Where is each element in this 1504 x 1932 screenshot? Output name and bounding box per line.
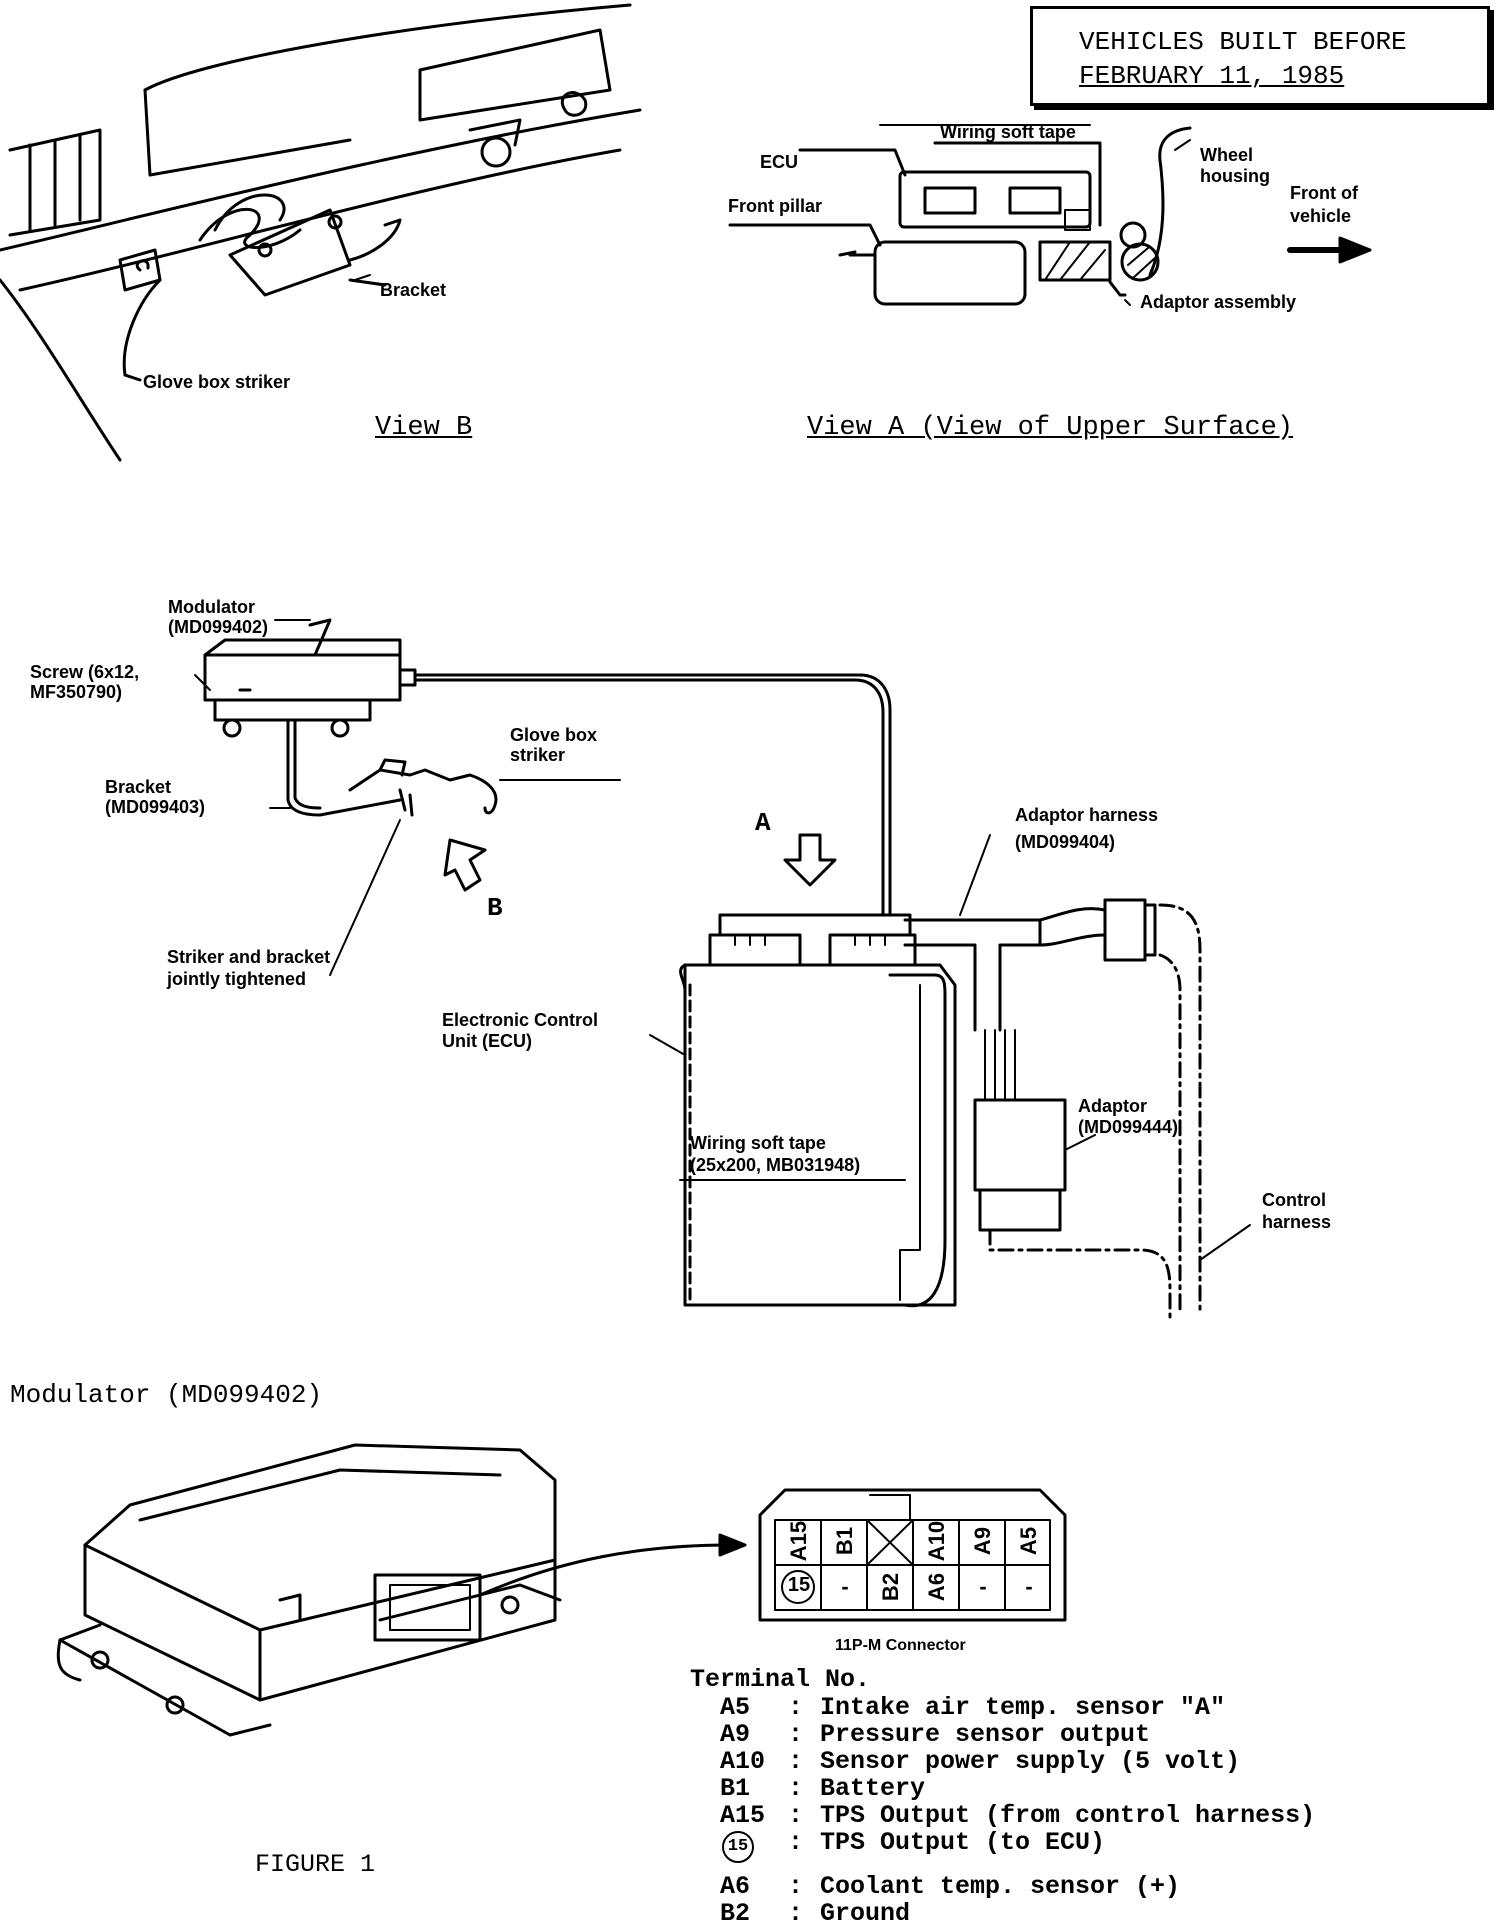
pin-bottom-2: - [841,1574,849,1599]
view-b-glove-box-striker-label: Glove box striker [143,372,291,392]
terminal-heading: Terminal No. [690,1665,871,1694]
wiring-soft-tape-part-label: (25x200, MB031948) [690,1155,861,1175]
ecu-label-1: Electronic Control [442,1010,599,1030]
view-b-caption: View B [375,413,473,443]
bracket-label: Bracket [105,777,172,797]
control-harness-label-1: Control [1262,1190,1326,1210]
terminal-id: A10 [720,1747,766,1776]
pin-bottom-4: A6 [924,1572,949,1602]
view-a-vehicle-label: vehicle [1290,206,1352,226]
view-b-drawing [0,3,642,462]
adaptor-part-label: (MD099444) [1078,1117,1179,1137]
control-harness-label-2: harness [1262,1212,1332,1232]
pin-top-1: A15 [786,1520,811,1562]
view-a-ecu-label: ECU [760,152,799,172]
striker-note-label-1: Striker and bracket [167,947,331,967]
view-a-wheel-label: Wheel [1200,145,1254,165]
terminal-desc: Pressure sensor output [820,1720,1151,1749]
view-a-wiring-soft-tape-label: Wiring soft tape [940,122,1076,142]
screw-label: Screw (6x12, [30,662,140,682]
glove-box-striker-label-1: Glove box [510,725,598,745]
view-a-front-pillar-label: Front pillar [728,196,822,216]
connector-name: 11P-M Connector [835,1637,966,1654]
terminal-desc: Battery [820,1774,926,1803]
terminal-desc: Ground [820,1899,911,1928]
terminal-desc: Sensor power supply (5 volt) [820,1747,1241,1776]
terminal-desc: Coolant temp. sensor (+) [820,1872,1181,1901]
view-a-front-of-label: Front of [1290,183,1358,203]
adaptor-label: Adaptor [1078,1096,1147,1116]
terminal-desc: TPS Output (from control harness) [820,1801,1316,1830]
pin-top-5: A9 [970,1526,995,1556]
glove-box-striker-label-2: striker [510,745,566,765]
terminal-id: B2 [720,1899,751,1928]
modulator-drawing [56,1443,1067,1737]
adaptor-harness-part-label: (MD099404) [1015,832,1116,852]
vehicle-build-notice: VEHICLES BUILT BEFORE FEBRUARY 11, 1985 [1030,6,1490,106]
leader-lines [194,124,1251,1261]
modulator-part-label: (MD099402) [168,617,269,637]
view-a-drawing [728,126,1372,306]
terminal-desc: Intake air temp. sensor "A" [820,1693,1226,1722]
striker-note-label-2: jointly tightened [167,969,306,989]
screw-part-label: MF350790) [30,682,123,702]
modulator-label: Modulator [168,597,255,617]
wiring-soft-tape-label: Wiring soft tape [690,1133,826,1153]
bracket-part-label: (MD099403) [105,797,206,817]
terminal-id: B1 [720,1774,751,1803]
view-a-adaptor-assembly-label: Adaptor assembly [1140,292,1297,312]
terminal-id: 15 [722,1831,754,1863]
view-arrow-b-label: B [487,893,503,923]
terminal-desc: TPS Output (to ECU) [820,1828,1106,1857]
modulator-section-title: Modulator (MD099402) [10,1380,323,1410]
figure-caption: FIGURE 1 [255,1850,376,1879]
pin-bottom-6: - [1025,1574,1033,1599]
adaptor-harness-label: Adaptor harness [1015,805,1159,825]
terminal-id: A5 [720,1693,751,1722]
pin-top-2: B1 [832,1526,857,1556]
view-b-bracket-label: Bracket [380,280,447,300]
view-arrow-a-label: A [755,808,771,838]
main-assembly-drawing [203,618,1202,1322]
notice-line-2: FEBRUARY 11, 1985 [1079,61,1345,91]
pin-bottom-1: 15 [787,1574,811,1596]
pin-top-4: A10 [924,1520,949,1562]
terminal-table: Terminal No. A5 : Intake air temp. senso… [690,1665,1316,1928]
terminal-id: A15 [720,1801,766,1830]
notice-line-1: VEHICLES BUILT BEFORE [1079,27,1407,57]
pin-bottom-3: B2 [878,1572,903,1602]
ecu-label-2: Unit (ECU) [442,1031,532,1051]
terminal-id: A6 [720,1872,751,1901]
view-a-caption: View A (View of Upper Surface) [807,413,1294,443]
terminal-id: A9 [720,1720,751,1749]
pin-top-6: A5 [1016,1526,1041,1556]
pin-bottom-5: - [979,1574,987,1599]
view-a-housing-label: housing [1200,166,1270,186]
